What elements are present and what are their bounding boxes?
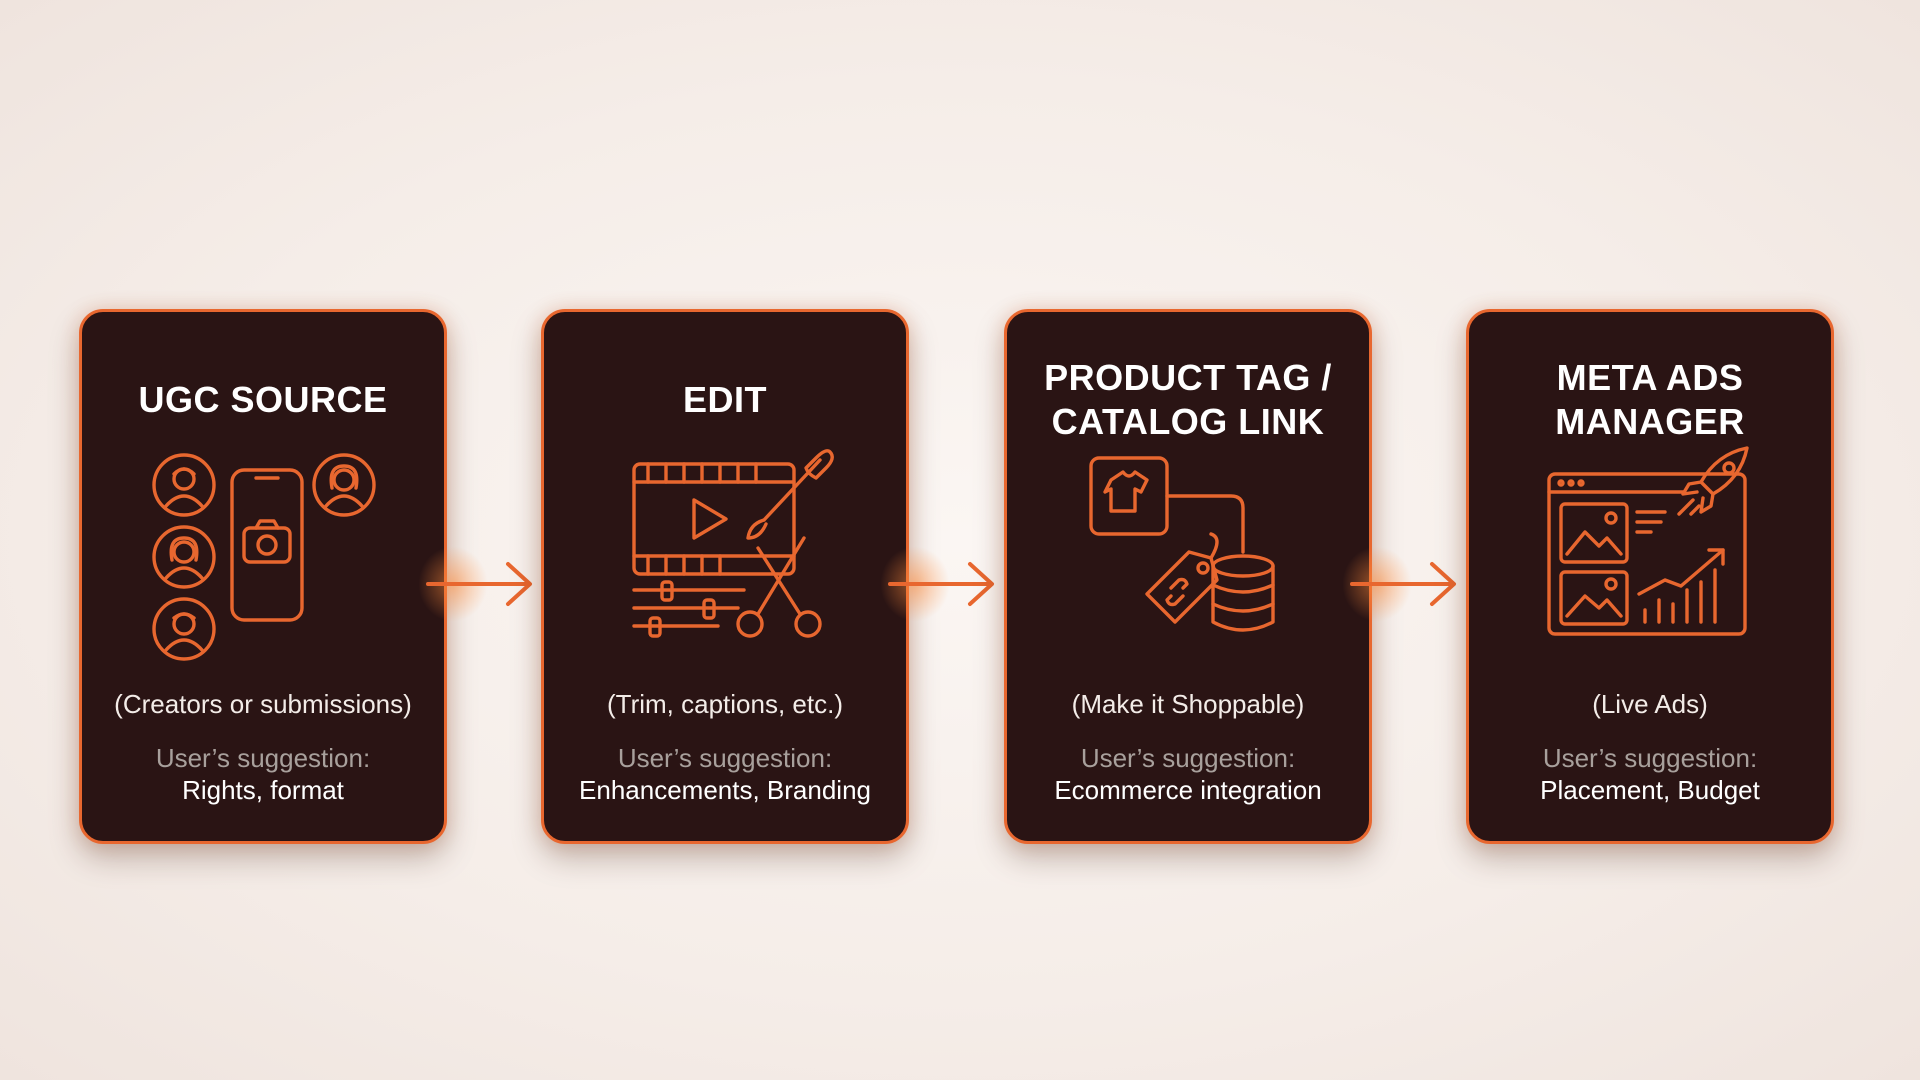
step-title: PRODUCT TAG / CATALOG LINK xyxy=(1044,356,1332,442)
suggestion-value: Enhancements, Branding xyxy=(579,775,871,805)
flow-arrow-1 xyxy=(426,556,536,612)
suggestion-label: User’s suggestion: xyxy=(617,743,833,773)
suggestion-value: Placement, Budget xyxy=(1540,775,1760,805)
step-card-edit: EDIT xyxy=(541,309,909,844)
flow-arrow-2 xyxy=(888,556,998,612)
product-tag-catalog-icon xyxy=(1071,442,1311,642)
step-card-meta-ads-manager: META ADS MANAGER xyxy=(1466,309,1834,844)
step-title: UGC SOURCE xyxy=(138,378,388,420)
suggestion-label: User’s suggestion: xyxy=(155,743,371,773)
step-subtitle: (Live Ads) xyxy=(1592,689,1708,719)
step-card-ugc-source: UGC SOURCE xyxy=(79,309,447,844)
suggestion-value: Ecommerce integration xyxy=(1054,775,1322,805)
suggestion-value: Rights, format xyxy=(182,775,344,805)
step-subtitle: (Trim, captions, etc.) xyxy=(607,689,843,719)
flow-arrow-3 xyxy=(1350,556,1460,612)
step-title: EDIT xyxy=(682,378,767,420)
step-title: META ADS MANAGER xyxy=(1555,356,1745,442)
step-subtitle: (Make it Shoppable) xyxy=(1071,689,1305,719)
step-subtitle: (Creators or submissions) xyxy=(114,689,412,719)
ads-dashboard-rocket-icon xyxy=(1533,442,1773,642)
suggestion-label: User’s suggestion: xyxy=(1080,743,1296,773)
suggestion-label: User’s suggestion: xyxy=(1542,743,1758,773)
step-card-product-tag: PRODUCT TAG / CATALOG LINK ( xyxy=(1004,309,1372,844)
creators-phone-camera-icon xyxy=(146,442,386,661)
video-edit-icon xyxy=(608,442,848,642)
